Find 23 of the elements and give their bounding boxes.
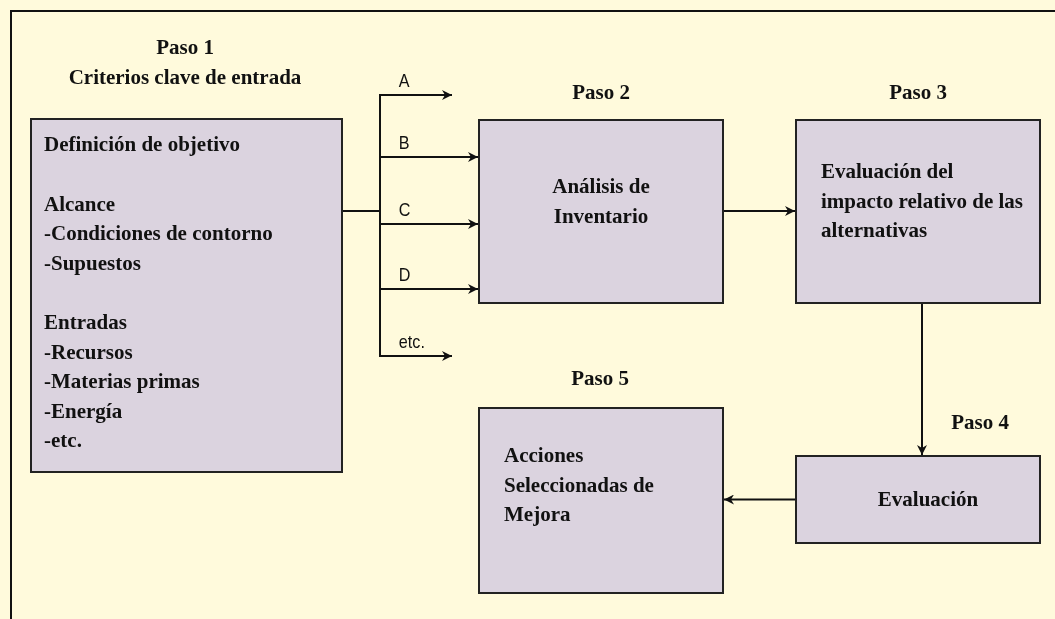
- arrow: [723, 206, 796, 216]
- box-text: -Recursos: [44, 338, 133, 366]
- arrow: [723, 494, 796, 505]
- box-text: Alcance: [44, 190, 116, 218]
- box-text: Análisis de Inventario: [551, 173, 651, 230]
- box-text: -Supuestos: [44, 249, 141, 277]
- box-text: -Energía: [44, 397, 123, 425]
- step-heading: Paso 4: [950, 409, 1010, 436]
- box-text: -Condiciones de contorno: [44, 220, 273, 247]
- step-heading: Paso 1: [155, 34, 215, 61]
- box-text: Definición de objetivo: [44, 131, 240, 158]
- box-text: -Materias primas: [44, 368, 200, 395]
- box-text: Entradas: [44, 309, 127, 336]
- step-heading: Paso 3: [888, 79, 948, 106]
- step-heading: Criterios clave de entrada: [67, 64, 303, 91]
- arrow: [342, 210, 453, 361]
- box-text: Evaluación: [877, 485, 979, 513]
- step-heading: Paso 2: [571, 79, 631, 106]
- arrow: [917, 303, 927, 456]
- box-text: -etc.: [44, 427, 82, 454]
- step-heading: Paso 5: [570, 365, 630, 392]
- box-text: Acciones Seleccionadas de Mejora: [504, 442, 655, 529]
- box-text: Evaluación del impacto relativo de las alternativas: [821, 158, 1023, 245]
